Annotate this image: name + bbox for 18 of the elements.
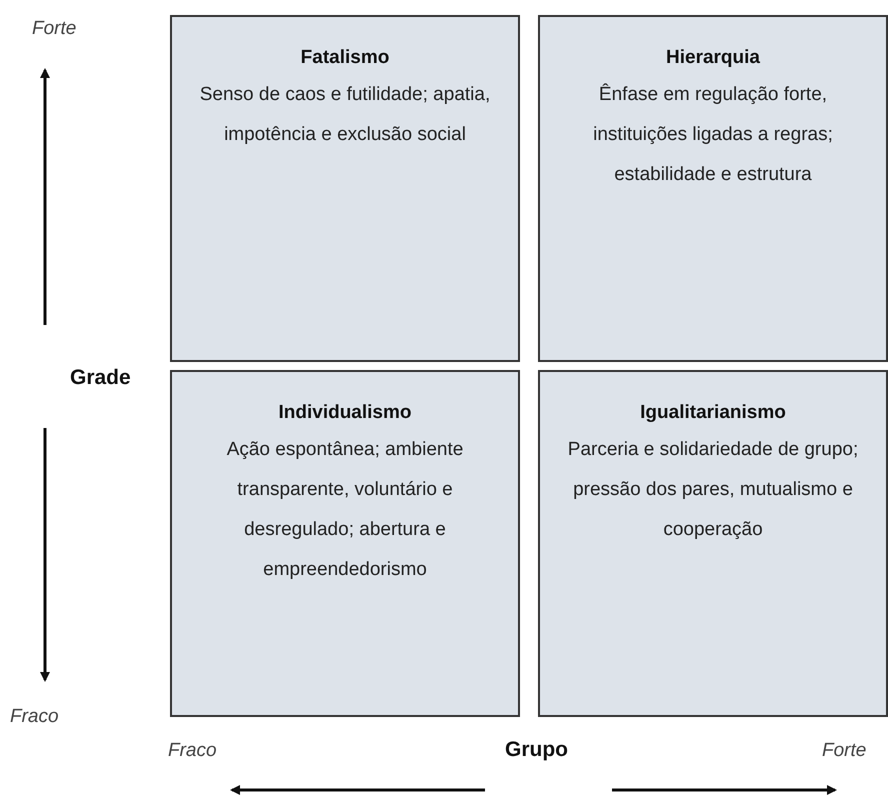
quadrant-title: Individualismo — [278, 402, 412, 424]
axis-title: Grupo — [505, 738, 568, 762]
axis-end-label: Forte — [32, 18, 76, 40]
quadrant-box — [170, 15, 520, 362]
axis-end-label: Forte — [822, 740, 866, 762]
quadrant-title: Hierarquia — [666, 47, 760, 69]
axis-end-label: Fraco — [10, 706, 59, 728]
quadrant-title: Igualitarianismo — [640, 402, 786, 424]
quadrant-box — [170, 370, 520, 717]
quadrant-description: Ênfase em regulação forte, instituições ligadas a regras; estabilidade e estrutura — [592, 82, 834, 187]
axis-title: Grade — [70, 366, 131, 390]
quadrant-box — [538, 15, 888, 362]
quadrant-description: Ação espontânea; ambiente transparente, voluntário e desregulado; abertura e empreendedorismo — [226, 438, 464, 582]
quadrant-description: Senso de caos e futilidade; apatia, impotência e exclusão social — [198, 83, 492, 147]
quadrant-description: Parceria e solidariedade de grupo; pressão dos pares, mutualismo e cooperação — [566, 438, 860, 542]
axis-end-label: Fraco — [168, 740, 217, 762]
quadrant-box — [538, 370, 888, 717]
quadrant-title: Fatalismo — [300, 47, 390, 69]
